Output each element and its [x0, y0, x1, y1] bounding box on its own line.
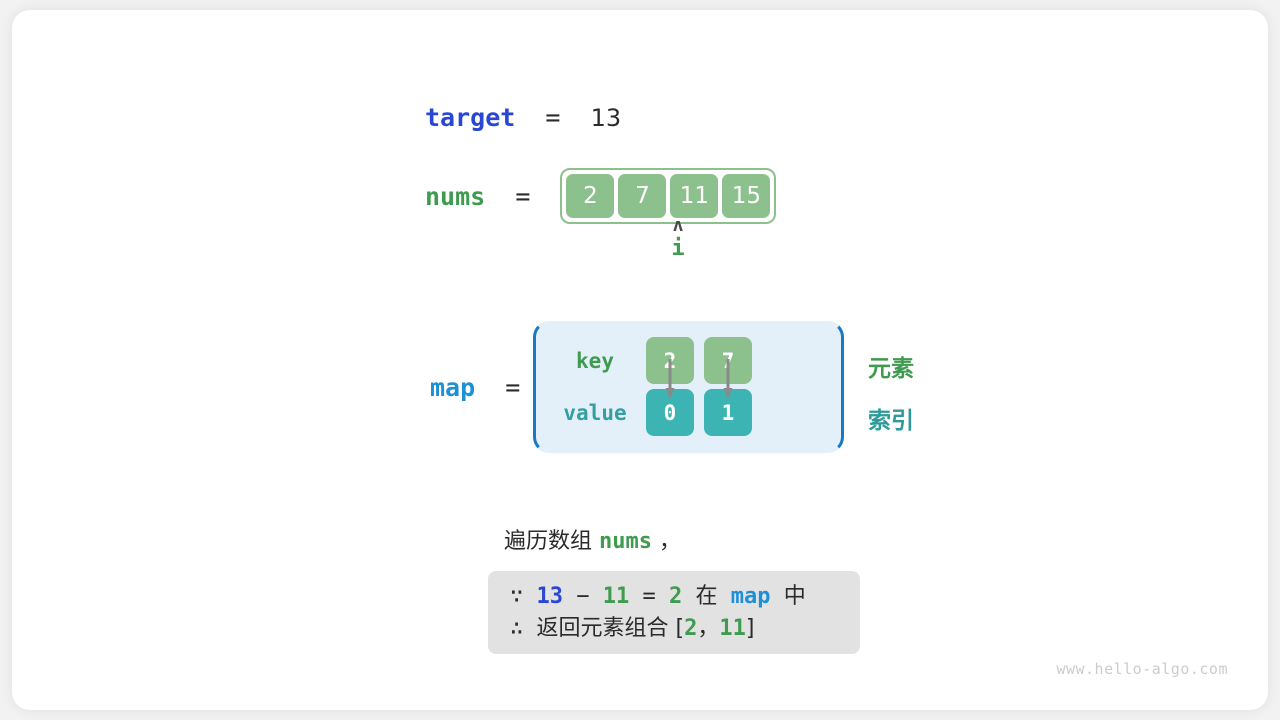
map-entry: 7 1	[704, 337, 752, 436]
key-to-value-arrow-icon	[665, 359, 675, 399]
caret-up-icon: ʌ	[672, 215, 684, 236]
therefore-symbol: ∴	[510, 616, 524, 641]
nums-row: nums = 2 7 11 15	[425, 168, 777, 224]
array-cell: 2	[565, 173, 616, 219]
result-value-a: 2	[684, 616, 698, 641]
target-row: target = 13	[425, 103, 621, 132]
array-frame: 2 7 11 15	[560, 168, 777, 224]
bracket-close: ]	[745, 616, 755, 641]
bracket-open: [	[675, 616, 685, 641]
map-equals-sign: =	[505, 373, 521, 402]
map-key-row-label: key	[576, 349, 614, 373]
minus-symbol: −	[576, 584, 590, 609]
array-cell: 15	[721, 173, 772, 219]
map-value-cell: 0	[646, 389, 694, 436]
key-to-value-arrow-icon	[723, 359, 733, 399]
equals-symbol: =	[642, 584, 656, 609]
caption-line: 遍历数组 nums ，	[504, 523, 681, 555]
side-label-element: 元素	[868, 356, 914, 382]
map-entry: 2 0	[646, 337, 694, 436]
target-equals-sign: =	[545, 103, 561, 132]
caption-var: nums	[599, 529, 652, 554]
caption-suffix: ，	[651, 529, 681, 554]
target-var-label: target	[425, 103, 516, 132]
explanation-line-2: ∴ 返回元素组合 [ 2 ， 11 ]	[510, 613, 838, 645]
watermark: www.hello-algo.com	[1056, 660, 1228, 678]
map-var-label: map	[430, 373, 476, 402]
nums-equals-sign: =	[515, 181, 531, 211]
map-label-row: map =	[430, 373, 520, 402]
pointer-label: i	[671, 236, 685, 261]
because-symbol: ∵	[510, 584, 524, 609]
result-comma: ，	[697, 616, 720, 641]
map-entries: 2 0 7 1	[646, 337, 752, 436]
map-value-cell: 1	[704, 389, 752, 436]
nums-var-label: nums	[425, 181, 486, 211]
note-zai-text: 在	[695, 584, 718, 609]
array-cell: 7	[617, 173, 668, 219]
map-value-row-label: value	[563, 401, 627, 425]
index-pointer: ʌ i	[660, 215, 696, 264]
note-target-value: 13	[536, 584, 564, 609]
white-card: target = 13 nums = 2 7 11 15 ʌ i map	[12, 10, 1268, 710]
note-map-ref: map	[730, 584, 771, 609]
explanation-line-1: ∵ 13 − 11 = 2 在 map 中	[510, 581, 838, 613]
target-value: 13	[590, 104, 622, 132]
map-side-labels: 元素 索引	[868, 348, 914, 442]
map-row-labels: key value	[560, 340, 630, 434]
array-cell: 11	[669, 173, 720, 219]
note-complement-value: 2	[669, 584, 683, 609]
explanation-box: ∵ 13 − 11 = 2 在 map 中 ∴	[488, 571, 860, 654]
result-value-b: 11	[719, 616, 746, 641]
caption-prefix: 遍历数组	[504, 529, 599, 554]
note-result-text: 返回元素组合	[536, 616, 676, 641]
note-current-value: 11	[602, 584, 630, 609]
note-zhong-text: 中	[783, 584, 806, 609]
side-label-index: 索引	[868, 408, 914, 434]
